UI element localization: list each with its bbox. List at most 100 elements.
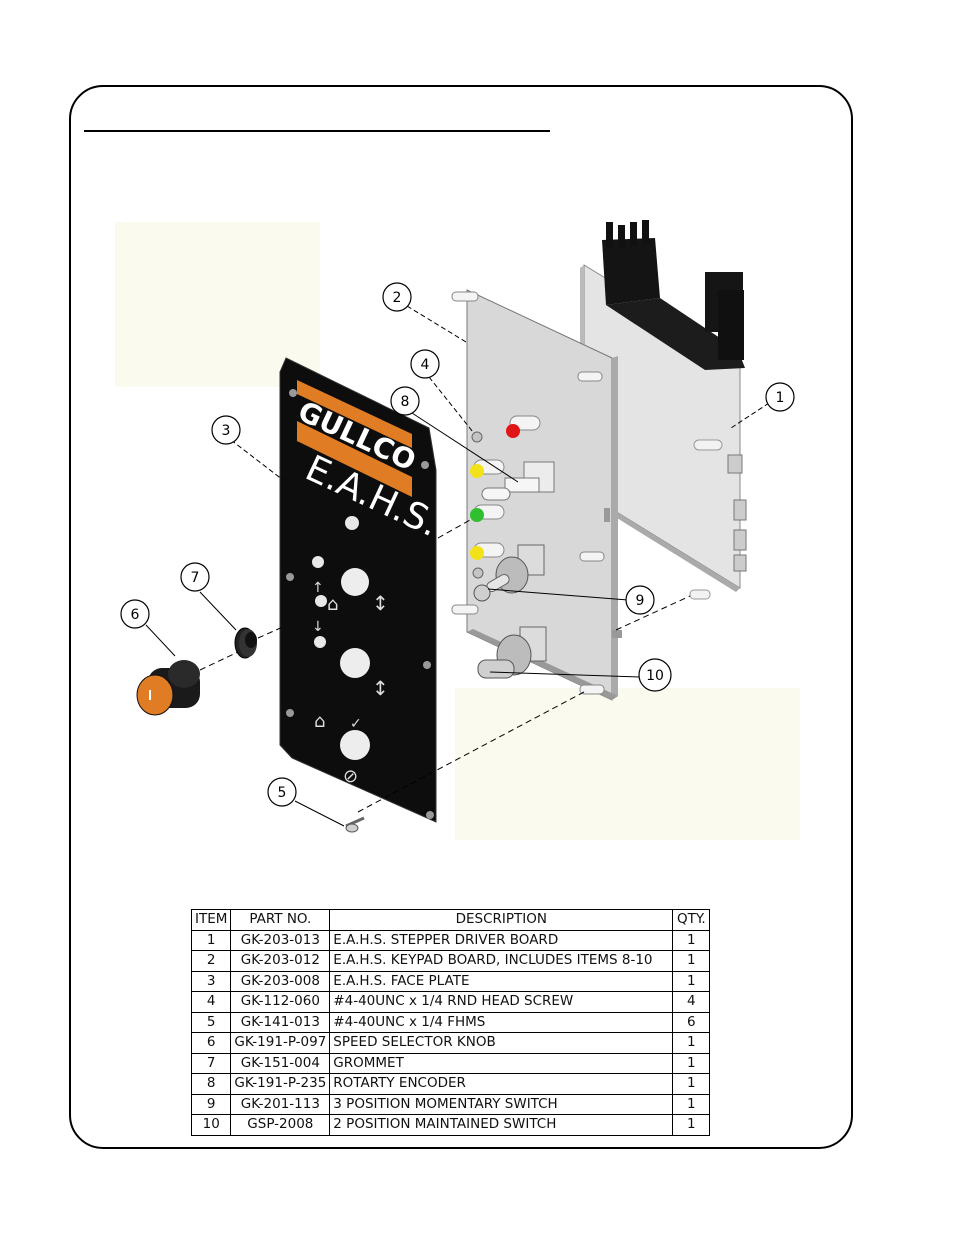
callout-8 xyxy=(390,386,420,416)
up-down-arrow-icon: ↕ xyxy=(372,676,389,700)
callout-label-4: 4 xyxy=(421,357,430,373)
table-row: 7 GK-151-004 GROMMET 1 xyxy=(190,1052,711,1074)
table-row: 8 GK-191-P-235 ROTARTY ENCODER 1 xyxy=(190,1073,711,1095)
qty-cell: 1 xyxy=(672,1073,711,1095)
callout-label-5: 5 xyxy=(278,785,287,801)
callout-label-8: 8 xyxy=(401,394,410,410)
table-row: 1 GK-203-013 E.A.H.S. STEPPER DRIVER BOA… xyxy=(190,929,711,951)
part-number-cell: GK-203-008 xyxy=(230,970,331,992)
standoff xyxy=(579,551,605,562)
description-cell: ROTARTY ENCODER xyxy=(329,1073,674,1095)
red-led xyxy=(506,424,520,438)
callout-10 xyxy=(638,658,672,692)
flat-head-screw xyxy=(345,816,365,833)
callout-9 xyxy=(625,585,655,615)
callout-label-2: 2 xyxy=(393,290,402,306)
qty-cell: 1 xyxy=(672,1114,711,1136)
green-led xyxy=(470,508,484,522)
assembly-lines xyxy=(199,519,691,813)
item-cell: 6 xyxy=(190,1032,232,1054)
table-row: 4 GK-112-060 #4-40UNC x 1/4 RND HEAD SCR… xyxy=(190,991,711,1013)
column-header-part-no: PART NO. xyxy=(230,909,331,931)
exploded-assembly-drawing: GULLCO E.A.H.S. ↕ ↕ ↑ ↓ ⌂ ⌂ ✓ ⊘ xyxy=(115,220,800,840)
callout-5 xyxy=(267,777,297,807)
item-cell: 9 xyxy=(190,1093,232,1115)
table-row: 6 GK-191-P-097 SPEED SELECTOR KNOB 1 xyxy=(190,1032,711,1054)
qty-cell: 1 xyxy=(672,970,711,992)
yellow-led xyxy=(470,546,484,560)
parts-list-table: ITEM PART NO. DESCRIPTION QTY. 1 GK-203-… xyxy=(190,909,711,1136)
description-cell: E.A.H.S. FACE PLATE xyxy=(329,970,674,992)
face-plate: GULLCO E.A.H.S. ↕ ↕ ↑ ↓ ⌂ ⌂ ✓ ⊘ xyxy=(279,357,445,823)
torch-icon: ⌂ xyxy=(314,711,325,732)
callout-bubbles xyxy=(120,282,795,807)
item-cell: 10 xyxy=(190,1114,232,1136)
callout-2 xyxy=(382,282,412,312)
description-cell: E.A.H.S. KEYPAD BOARD, INCLUDES ITEMS 8-… xyxy=(329,950,674,972)
callout-4 xyxy=(410,349,440,379)
item-cell: 3 xyxy=(190,970,232,992)
description-cell: E.A.H.S. STEPPER DRIVER BOARD xyxy=(329,929,674,951)
item-cell: 5 xyxy=(190,1011,232,1033)
grommet xyxy=(234,627,257,659)
qty-cell: 1 xyxy=(672,1032,711,1054)
part-number-cell: GSP-2008 xyxy=(230,1114,331,1136)
part-number-cell: GK-191-P-097 xyxy=(230,1032,331,1054)
callout-1 xyxy=(765,382,795,412)
description-cell: #4-40UNC x 1/4 RND HEAD SCREW xyxy=(329,991,674,1013)
qty-cell: 1 xyxy=(672,950,711,972)
speed-selector-knob xyxy=(136,660,200,716)
callout-6 xyxy=(120,599,150,629)
brand-stripe xyxy=(297,380,412,448)
description-cell: #4-40UNC x 1/4 FHMS xyxy=(329,1011,674,1033)
part-number-cell: GK-141-013 xyxy=(230,1011,331,1033)
description-cell: SPEED SELECTOR KNOB xyxy=(329,1032,674,1054)
momentary-switch xyxy=(473,544,545,602)
heatsink xyxy=(602,220,745,370)
table-row: 2 GK-203-012 E.A.H.S. KEYPAD BOARD, INCL… xyxy=(190,950,711,972)
callout-label-3: 3 xyxy=(222,423,231,439)
table-header-row: ITEM PART NO. DESCRIPTION QTY. xyxy=(190,909,711,931)
item-cell: 8 xyxy=(190,1073,232,1095)
column-header-qty: QTY. xyxy=(672,909,711,931)
part-number-cell: GK-191-P-235 xyxy=(230,1073,331,1095)
yellow-led xyxy=(470,464,484,478)
leader-lines xyxy=(145,305,770,827)
screw-head xyxy=(472,567,484,579)
table-row: 9 GK-201-113 3 POSITION MOMENTARY SWITCH… xyxy=(190,1093,711,1115)
description-cell: 2 POSITION MAINTAINED SWITCH xyxy=(329,1114,674,1136)
rotary-encoder xyxy=(481,461,555,501)
table-row: 3 GK-203-008 E.A.H.S. FACE PLATE 1 xyxy=(190,970,711,992)
keypad-board xyxy=(451,289,622,701)
up-arrow-icon: ↑ xyxy=(312,580,324,596)
background-panel xyxy=(455,688,800,840)
check-icon: ✓ xyxy=(350,716,362,732)
torch-icon: ⌂ xyxy=(327,594,338,615)
up-down-arrow-icon: ↕ xyxy=(372,591,389,615)
item-cell: 1 xyxy=(190,929,232,951)
maintained-switch xyxy=(477,626,547,679)
table-row: 10 GSP-2008 2 POSITION MAINTAINED SWITCH… xyxy=(190,1114,711,1136)
brand-stripe xyxy=(297,421,412,497)
callout-3 xyxy=(211,415,241,445)
callout-label-10: 10 xyxy=(646,668,664,684)
part-number-cell: GK-151-004 xyxy=(230,1052,331,1074)
column-header-item: ITEM xyxy=(190,909,232,931)
page-frame xyxy=(69,85,853,1149)
part-number-cell: GK-203-013 xyxy=(230,929,331,951)
callout-7 xyxy=(180,562,210,592)
screw-head xyxy=(471,431,483,443)
standoff xyxy=(451,291,479,302)
item-cell: 7 xyxy=(190,1052,232,1074)
stepper-driver-board xyxy=(580,220,747,600)
item-cell: 2 xyxy=(190,950,232,972)
part-number-cell: GK-201-113 xyxy=(230,1093,331,1115)
standoff xyxy=(577,371,603,382)
description-cell: GROMMET xyxy=(329,1052,674,1074)
callout-label-7: 7 xyxy=(191,570,200,586)
standoff xyxy=(451,604,479,615)
part-number-cell: GK-203-012 xyxy=(230,950,331,972)
part-number-cell: GK-112-060 xyxy=(230,991,331,1013)
description-cell: 3 POSITION MOMENTARY SWITCH xyxy=(329,1093,674,1115)
callout-label-9: 9 xyxy=(636,593,645,609)
